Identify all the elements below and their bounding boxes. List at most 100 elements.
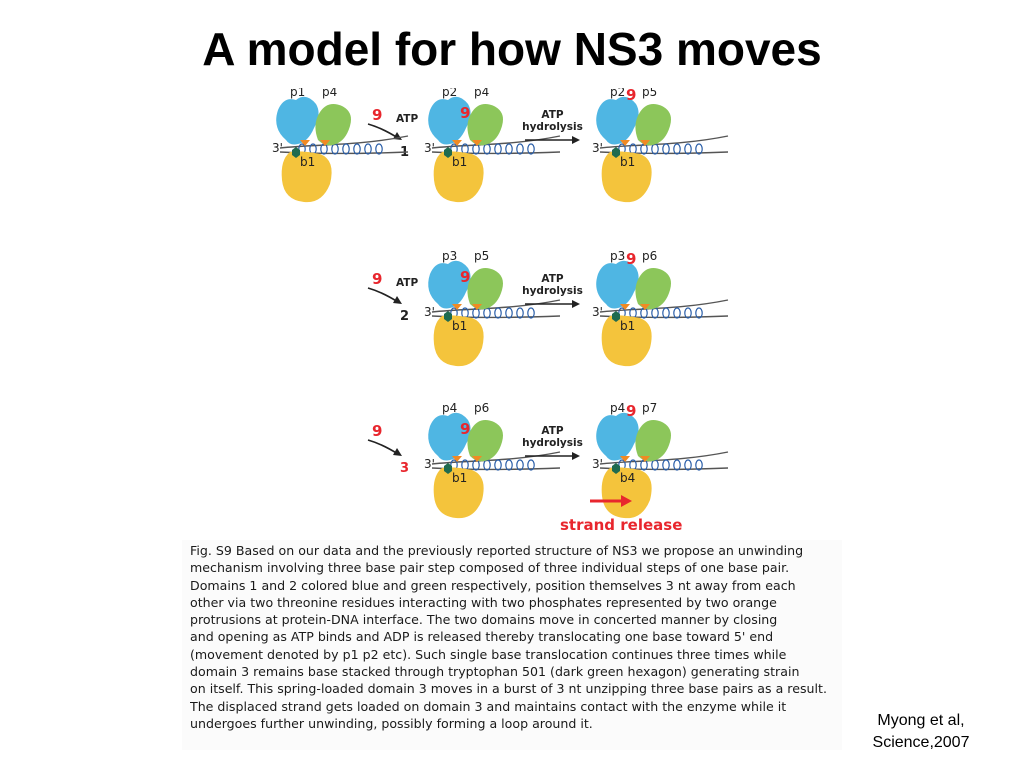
phosphate-protrusion — [620, 140, 630, 146]
dna-end-label: 3' — [592, 305, 603, 319]
caption-line: other via two threonine residues interac… — [190, 594, 777, 610]
helix-turn — [342, 143, 350, 155]
helix-turn — [483, 143, 491, 155]
domain-1 — [276, 96, 319, 145]
position-label-right: p4 — [474, 88, 489, 99]
position-label-left: p1 — [290, 88, 305, 99]
caption-line: domain 3 remains base stacked through tr… — [190, 664, 800, 680]
tryptophan-hexagon — [444, 147, 452, 158]
helix-turn — [662, 143, 670, 155]
bound-atp: 9 — [460, 420, 470, 438]
position-label-right: p5 — [474, 249, 489, 263]
helix-turn — [516, 459, 524, 471]
domain-1 — [596, 260, 639, 309]
arrow-head — [393, 448, 402, 456]
domain3-label: b1 — [300, 155, 315, 169]
tryptophan-hexagon — [444, 311, 452, 322]
caption-line: undergoes further unwinding, possibly fo… — [190, 715, 593, 731]
helix-turn — [483, 459, 491, 471]
domain-2 — [467, 420, 503, 462]
dna-end-label: 3' — [592, 141, 603, 155]
phosphate-protrusion — [452, 456, 462, 462]
strand-release: strand release — [560, 495, 682, 534]
domain-1 — [428, 412, 471, 461]
helix-turn — [651, 143, 659, 155]
helix-turn — [353, 143, 361, 155]
bound-atp: 9 — [460, 104, 470, 122]
domain3-label: b1 — [620, 155, 635, 169]
caption-line: protrusions at protein-DNA interface. Th… — [190, 612, 778, 628]
helix-turn — [494, 143, 502, 155]
position-label-left: p2 — [610, 88, 625, 99]
helix-turn — [662, 307, 670, 319]
dna-strand-top — [431, 451, 561, 465]
domain3-label: b1 — [452, 319, 467, 333]
domain-1 — [596, 96, 639, 145]
helix-turn — [673, 459, 681, 471]
incoming-atp: 9 — [372, 270, 382, 288]
atp-binding-arrow — [367, 287, 399, 303]
atp-binding-step: 93 — [367, 422, 409, 476]
domain-2 — [467, 268, 503, 310]
domain-2 — [315, 104, 351, 146]
arrow-head — [572, 452, 580, 460]
tryptophan-hexagon — [612, 311, 620, 322]
caption-line: (movement denoted by p1 p2 etc). Such si… — [190, 646, 787, 662]
domain3-label: b1 — [452, 155, 467, 169]
helix-turn — [331, 143, 339, 155]
hydrolysis-arrow — [525, 300, 580, 308]
dna-strand-top — [599, 299, 729, 313]
caption-line: on itself. This spring-loaded domain 3 m… — [190, 681, 827, 697]
released-adp: 9 — [626, 250, 636, 268]
tryptophan-hexagon — [612, 463, 620, 474]
domain-2 — [635, 104, 671, 146]
dna-end-label: 3' — [424, 141, 435, 155]
hydrolysis-label: hydrolysis — [522, 121, 583, 133]
strand-release-label: strand release — [560, 516, 682, 534]
helix-turn — [505, 307, 513, 319]
domain-3 — [601, 467, 652, 519]
helix-turn — [684, 307, 692, 319]
helix-turn — [695, 307, 703, 319]
dna-strand-top — [431, 135, 561, 149]
position-label-right: p6 — [642, 249, 657, 263]
helix-turn — [494, 459, 502, 471]
dna-end-label: 3' — [592, 457, 603, 471]
domain-2 — [635, 420, 671, 462]
hydrolysis-label: ATP — [541, 109, 563, 121]
arrow-head — [572, 136, 580, 144]
phosphate-protrusion — [452, 304, 462, 310]
caption-line: and opening as ATP binds and ADP is rele… — [190, 629, 774, 645]
dna-strand-top — [599, 451, 729, 465]
phosphate-protrusion — [472, 304, 482, 310]
caption-line: mechanism involving three base pair step… — [190, 560, 790, 576]
phosphate-protrusion — [640, 456, 650, 462]
tryptophan-hexagon — [292, 147, 300, 158]
domain-3 — [433, 467, 484, 519]
helix-turn — [364, 143, 372, 155]
helix-turn — [375, 143, 383, 155]
dna-end-label: 3' — [272, 141, 283, 155]
hydrolysis-label: hydrolysis — [522, 437, 583, 449]
helix-turn — [684, 459, 692, 471]
phosphate-protrusion — [620, 456, 630, 462]
citation: Myong et al, Science,2007 — [856, 710, 986, 754]
helix-turn — [527, 459, 535, 471]
bound-atp: 9 — [460, 268, 470, 286]
dna-strand-top — [279, 135, 409, 149]
phosphate-protrusion — [320, 140, 330, 146]
phosphate-protrusion — [640, 304, 650, 310]
arrow-head — [572, 300, 580, 308]
phosphate-protrusion — [300, 140, 310, 146]
dna-strand-top — [431, 299, 561, 313]
phosphate-protrusion — [452, 140, 462, 146]
domain-1 — [596, 412, 639, 461]
domain-2 — [635, 268, 671, 310]
release-arrow-head — [621, 495, 632, 507]
helix-turn — [505, 143, 513, 155]
